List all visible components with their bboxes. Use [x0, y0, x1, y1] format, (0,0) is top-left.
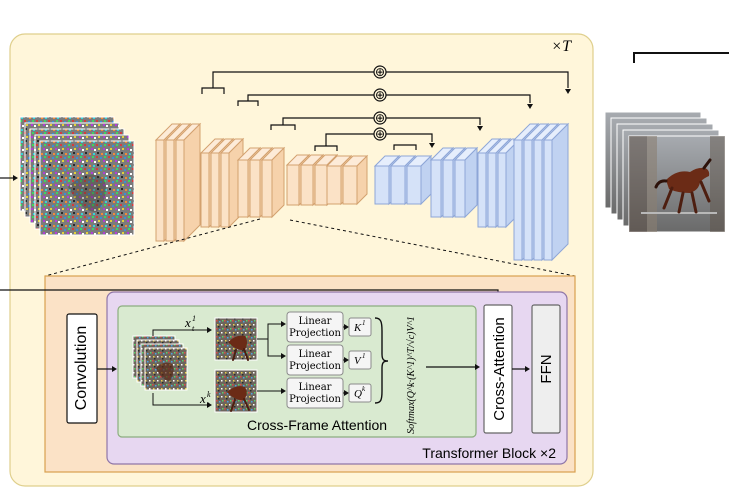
- repeat-t-label: ×T: [551, 38, 572, 55]
- svg-text:1: 1: [362, 352, 366, 360]
- svg-text:V: V: [354, 355, 362, 367]
- linear-projection-q-line1: Linear: [299, 382, 332, 393]
- transformer-zoom-guides: [44, 218, 576, 277]
- brace-icon: [374, 317, 389, 404]
- convolution-label: Convolution: [73, 326, 90, 411]
- decoder-layer-13: [542, 122, 570, 262]
- skip-arrow-3: [477, 126, 483, 131]
- horse-icon: [654, 158, 712, 214]
- xk-label: x t k: [199, 390, 211, 409]
- decoder-layers: [373, 122, 570, 262]
- svg-text:Softmax(Q^k·(K^1)^T/√c)V^1: Softmax(Q^k·(K^1)^T/√c)V^1: [406, 316, 417, 434]
- ffn-box: FFN: [531, 304, 561, 434]
- svg-text:K: K: [353, 322, 362, 334]
- svg-text:⊕: ⊕: [375, 127, 385, 141]
- encoder-layer-3: [174, 122, 202, 243]
- plus-icon-4: ⊕: [373, 127, 387, 141]
- output-frame-5: [628, 135, 726, 233]
- v1-output-box: V 1: [348, 350, 372, 370]
- skip-arrow-1: [565, 89, 571, 94]
- svg-text:1: 1: [192, 314, 196, 323]
- linear-projection-k-line1: Linear: [299, 316, 332, 327]
- skip-connection-2: [247, 94, 531, 103]
- linear-projection-q: Linear Projection: [286, 377, 344, 409]
- svg-text:1: 1: [362, 319, 366, 327]
- noise-frame-5: [39, 140, 135, 236]
- svg-text:t: t: [207, 400, 210, 409]
- svg-text:⊕: ⊕: [375, 65, 385, 79]
- qk-output-box: Q k: [348, 383, 372, 403]
- transformer-section: Transformer Block ×2 Convolution Cross-F…: [0, 275, 576, 473]
- k1-output-box: K 1: [348, 317, 372, 337]
- skip-arrow-2: [527, 104, 533, 109]
- svg-text:k: k: [362, 385, 366, 393]
- linear-projection-v-line1: Linear: [299, 349, 332, 360]
- plus-icon-3: ⊕: [373, 111, 387, 125]
- linear-projection-k-line2: Projection: [289, 328, 341, 339]
- cross-frame-attention-title: Cross-Frame Attention: [247, 417, 387, 433]
- svg-text:x: x: [199, 391, 206, 406]
- frame-1-thumbnail: [214, 317, 258, 361]
- linear-projection-q-line2: Projection: [289, 394, 341, 405]
- skip-connections: ⊕ ⊕ ⊕ ⊕: [201, 65, 571, 151]
- cross-frame-attention-panel: Cross-Frame Attention x t 1 x t k: [117, 305, 480, 438]
- cross-attention-box: Cross-Attention: [483, 304, 513, 434]
- svg-text:Q: Q: [354, 388, 362, 400]
- skip-arrow-4: [429, 143, 435, 148]
- x1-label: x t 1: [184, 314, 196, 333]
- svg-text:⊕: ⊕: [375, 111, 385, 125]
- unet-diagram: ⊕ ⊕ ⊕ ⊕: [154, 65, 571, 262]
- svg-text:⊕: ⊕: [375, 88, 385, 102]
- noise-input-stack: [0, 116, 135, 236]
- svg-text:k: k: [207, 390, 211, 399]
- frame-k-thumbnail: [214, 369, 258, 413]
- linear-projection-k: Linear Projection: [286, 311, 344, 343]
- encoder-layer-9: [260, 146, 286, 219]
- output-horse-stack: [604, 111, 726, 233]
- transformer-block-title: Transformer Block ×2: [422, 445, 556, 461]
- svg-text:t: t: [192, 324, 195, 333]
- linear-projection-v: Linear Projection: [286, 344, 344, 376]
- cross-attention-label: Cross-Attention: [491, 317, 508, 420]
- encoder-layers: [154, 122, 369, 243]
- decoder-layer-3: [405, 154, 433, 206]
- encoder-layer-14: [341, 154, 369, 206]
- plus-icon-1: ⊕: [373, 65, 387, 79]
- linear-projection-v-line2: Projection: [289, 361, 341, 372]
- decoder-layer-6: [453, 146, 479, 219]
- skip-bracket-5-right: [393, 144, 417, 150]
- plus-icon-2: ⊕: [373, 88, 387, 102]
- svg-text:x: x: [184, 315, 191, 330]
- top-right-bracket: [633, 52, 729, 63]
- convolution-box: Convolution: [66, 313, 98, 424]
- ffn-label: FFN: [538, 354, 555, 383]
- softmax-formula: Softmax(Q^k·(K^1)^T/√c)V^1: [406, 316, 417, 434]
- input-noise-stack: [132, 335, 188, 391]
- skip-connection-1: [212, 71, 569, 88]
